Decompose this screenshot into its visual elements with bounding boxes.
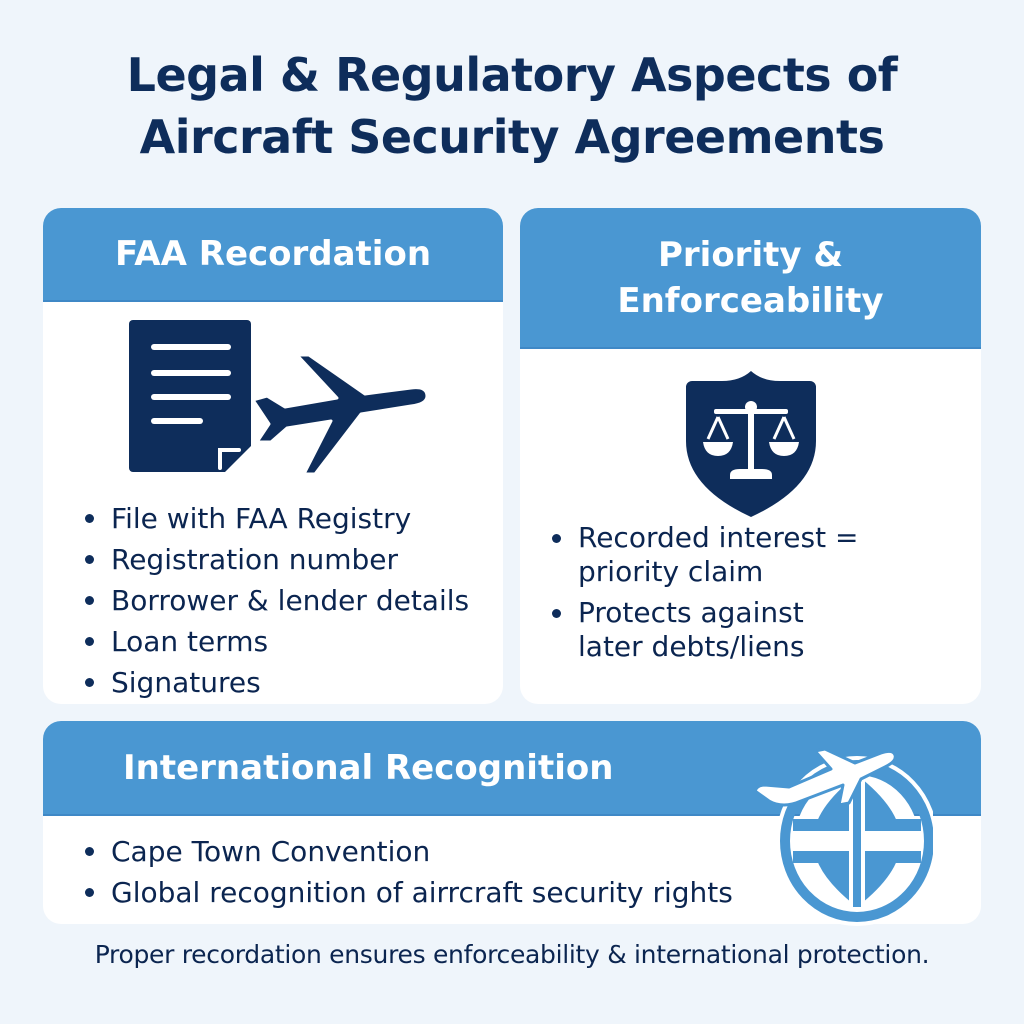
page-title-line-2: Aircraft Security Agreements	[139, 110, 885, 164]
faa-bullet-list: File with FAA Registry Registration numb…	[81, 498, 469, 703]
page-title-line-1: Legal & Regulatory Aspects of	[126, 48, 898, 102]
list-item: Global recognition of airrcraft security…	[81, 872, 733, 913]
list-item: Borrower & lender details	[81, 580, 469, 621]
document-airplane-icon	[129, 320, 429, 476]
priority-enforceability-header: Priority & Enforceability	[520, 208, 981, 349]
list-item: Registration number	[81, 539, 469, 580]
priority-bullet-list: Recorded interest = priority claim Prote…	[548, 521, 958, 671]
list-item: Signatures	[81, 662, 469, 703]
priority-title-line-1: Priority &	[657, 234, 844, 275]
international-bullet-list: Cape Town Convention Global recognition …	[81, 831, 733, 913]
priority-enforceability-card: Priority & Enforceability Recorded inter…	[520, 208, 981, 704]
footer-note: Proper recordation ensures enforceabilit…	[94, 940, 930, 969]
list-item: Recorded interest = priority claim	[548, 521, 958, 589]
faa-recordation-title: FAA Recordation	[114, 234, 432, 274]
international-recognition-title: International Recognition	[123, 747, 614, 788]
shield-scales-icon	[686, 371, 816, 517]
faa-recordation-card: FAA Recordation File with FAA Registry R…	[43, 208, 503, 704]
international-recognition-card: International Recognition Cape Town Conv…	[43, 721, 981, 926]
list-item: File with FAA Registry	[81, 498, 469, 539]
list-item: Loan terms	[81, 621, 469, 662]
globe-airplane-icon	[753, 747, 933, 926]
faa-recordation-header: FAA Recordation	[43, 208, 503, 302]
list-item: Protects against later debts/liens	[548, 596, 818, 664]
priority-title-line-2: Enforceability	[617, 280, 884, 321]
page-title: Legal & Regulatory Aspects of Aircraft S…	[0, 44, 1024, 168]
list-item: Cape Town Convention	[81, 831, 733, 872]
